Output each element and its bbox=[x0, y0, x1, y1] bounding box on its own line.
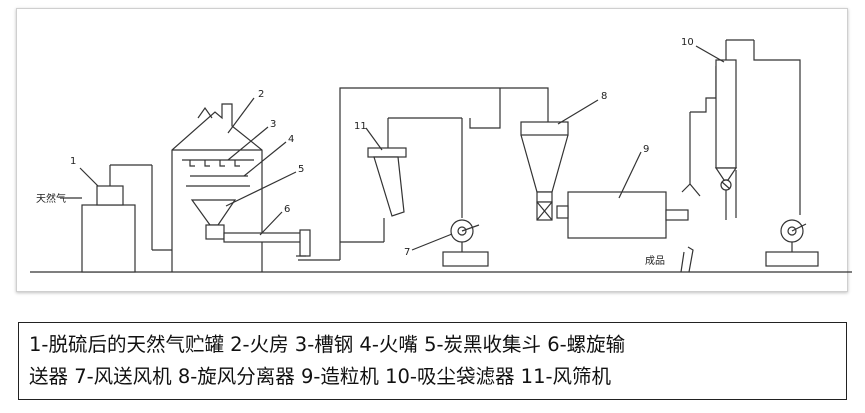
label-4: 4 bbox=[288, 134, 294, 145]
leader-7 bbox=[411, 233, 453, 251]
process-diagram-frame bbox=[16, 8, 848, 292]
label-10: 10 bbox=[681, 37, 694, 48]
pneumatic-fan bbox=[442, 88, 501, 267]
leader-1 bbox=[79, 167, 99, 187]
screw-conveyor bbox=[223, 229, 340, 261]
leader-4 bbox=[243, 141, 287, 177]
carbon-black-hopper bbox=[190, 199, 237, 240]
furnace-house bbox=[171, 103, 263, 272]
legend-line-1: 1-脱硫后的天然气贮罐 2-火房 3-槽钢 4-火嘴 5-炭黑收集斗 6-螺旋输 bbox=[29, 333, 626, 356]
label-3: 3 bbox=[270, 119, 276, 130]
leader-3 bbox=[227, 126, 269, 161]
legend-box: 1-脱硫后的天然气贮罐 2-火房 3-槽钢 4-火嘴 5-炭黑收集斗 6-螺旋输… bbox=[18, 322, 847, 400]
label-5: 5 bbox=[298, 164, 304, 175]
label-9: 9 bbox=[643, 144, 649, 155]
label-6: 6 bbox=[284, 204, 290, 215]
natural-gas-tank bbox=[60, 164, 172, 273]
label-8: 8 bbox=[601, 91, 607, 102]
cyclone-separator bbox=[520, 121, 569, 221]
label-7: 7 bbox=[404, 247, 410, 258]
label-11: 11 bbox=[354, 121, 367, 132]
burners bbox=[186, 160, 250, 187]
exhaust-fan bbox=[753, 48, 819, 267]
legend-line-2: 送器 7-风送风机 8-旋风分离器 9-造粒机 10-吸尘袋滤器 11-风筛机 bbox=[29, 365, 612, 388]
leader-5 bbox=[225, 171, 297, 207]
product-outlet bbox=[680, 112, 701, 273]
leader-6 bbox=[259, 211, 283, 236]
label-natural-gas: 天然气 bbox=[36, 192, 66, 205]
label-1: 1 bbox=[70, 156, 76, 167]
pneumatic-duct bbox=[339, 87, 549, 260]
bag-dust-filter bbox=[690, 39, 755, 220]
granulator bbox=[556, 191, 689, 239]
leader-10 bbox=[695, 45, 725, 63]
leader-2 bbox=[227, 97, 255, 134]
leader-9 bbox=[618, 151, 642, 199]
leader-11 bbox=[365, 127, 383, 151]
label-2: 2 bbox=[258, 89, 264, 100]
leader-8 bbox=[557, 99, 599, 125]
label-product: 成品 bbox=[645, 255, 665, 267]
process-flow-diagram: 1 天然气 2 3 4 5 6 bbox=[30, 37, 852, 273]
air-sieve-machine bbox=[340, 117, 462, 243]
